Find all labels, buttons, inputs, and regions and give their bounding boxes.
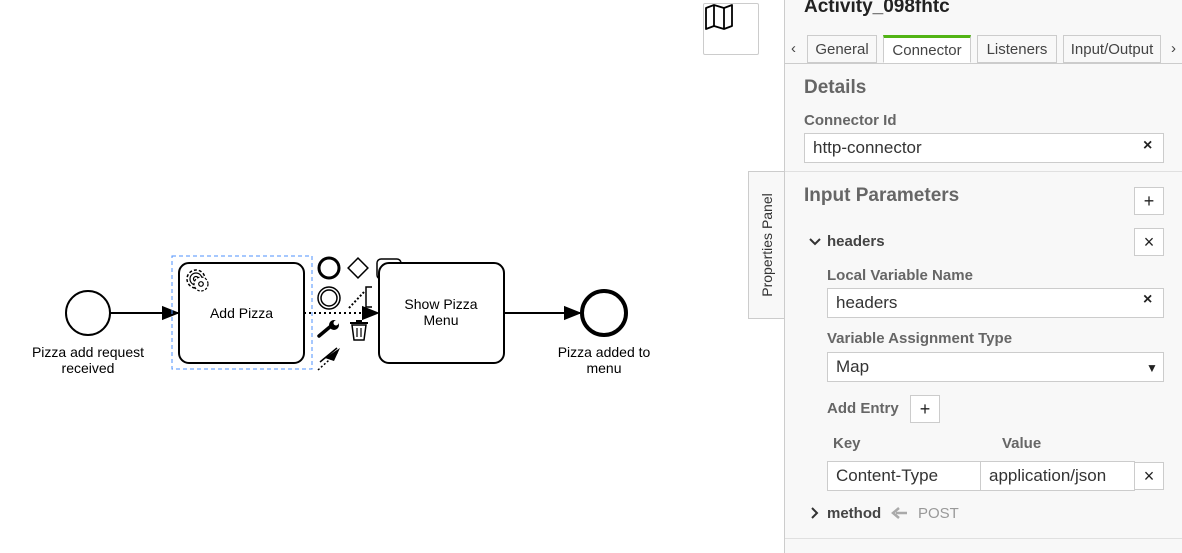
append-end-event-icon[interactable] [317,256,341,280]
tabs-divider [785,63,1182,64]
end-event[interactable] [580,289,628,337]
key-column-header: Key [833,435,861,452]
start-event[interactable] [65,290,111,336]
append-gateway-icon[interactable] [347,257,369,279]
variable-assignment-type-select[interactable]: Map [827,352,1164,382]
entry-key-input[interactable]: Content-Type [827,461,981,491]
trash-icon[interactable] [350,320,368,341]
arrow-left-icon [891,507,907,519]
connector-id-label: Connector Id [804,112,897,129]
bpmn-canvas[interactable]: Pizza add request received Add Pizza Sho… [0,0,784,553]
variable-assignment-type-value: Map [836,357,870,376]
gear-icon [186,269,209,292]
param-method-name[interactable]: method [827,505,882,522]
select-caret-icon: ▼ [1146,361,1158,375]
chevron-down-icon[interactable] [808,237,822,247]
tab-input-output-label: Input/Output [1070,40,1154,58]
properties-panel: Activity_098fhtc ‹ General Connector Lis… [784,0,1182,553]
chevron-right-icon[interactable] [810,506,820,520]
append-text-annotation-icon[interactable] [348,286,372,309]
connect-icon[interactable] [317,347,340,371]
tab-general-label: General [815,40,869,58]
close-icon: × [1143,231,1155,252]
tab-connector-label: Connector [892,41,962,59]
tab-input-output[interactable]: Input/Output [1063,35,1161,63]
tabs-scroll-left-icon[interactable]: ‹ [791,40,796,57]
input-parameters-header: Input Parameters [804,185,960,206]
tab-connector[interactable]: Connector [883,35,971,63]
tab-listeners[interactable]: Listeners [977,35,1057,63]
section-divider [785,538,1182,539]
connector-id-clear-icon[interactable]: × [1143,137,1153,154]
wrench-icon[interactable] [317,320,339,338]
variable-assignment-type-label: Variable Assignment Type [827,330,1013,347]
connector-id-value: http-connector [813,138,922,157]
task-label-add-pizza: Add Pizza [209,305,274,321]
diagram-svg[interactable] [0,0,784,553]
entry-value-value: application/json [989,466,1107,485]
param-headers-name[interactable]: headers [827,233,885,250]
remove-param-headers-button[interactable]: × [1134,228,1164,256]
task-label-show-pizza-menu: Show Pizza Menu [404,296,478,328]
plus-icon: + [919,398,931,419]
add-input-parameter-button[interactable]: + [1134,187,1164,215]
append-intermediate-event-icon[interactable] [317,286,341,310]
details-group-header: Details [804,77,867,98]
tab-general[interactable]: General [807,35,877,63]
element-id-title: Activity_098fhtc [804,0,950,17]
tabs-scroll-right-icon[interactable]: › [1171,40,1176,57]
properties-panel-toggle-label: Properties Panel [758,193,775,297]
selection-outline [171,255,313,370]
section-divider [785,171,1182,172]
map-icon [705,4,733,30]
add-entry-label: Add Entry [827,400,899,417]
local-variable-name-label: Local Variable Name [827,267,973,284]
plus-icon: + [1143,190,1155,211]
start-event-label: Pizza add request received [31,344,145,376]
local-variable-name-clear-icon[interactable]: × [1143,291,1153,308]
value-column-header: Value [1002,435,1042,452]
close-icon: × [1143,465,1155,486]
add-entry-button[interactable]: + [910,395,940,423]
local-variable-name-input[interactable]: headers [827,288,1164,318]
connector-id-input[interactable]: http-connector [804,133,1164,163]
param-method-value: POST [918,505,959,522]
local-variable-name-value: headers [836,293,898,312]
entry-value-input[interactable]: application/json [980,461,1135,491]
properties-panel-toggle[interactable]: Properties Panel [748,171,784,319]
panel-tabs: ‹ General Connector Listeners Input/Outp… [785,32,1182,64]
entry-key-value: Content-Type [836,466,939,485]
end-event-label: Pizza added to menu [557,344,651,376]
remove-entry-button[interactable]: × [1134,462,1164,490]
minimap-toggle-button[interactable] [703,3,759,55]
tab-listeners-label: Listeners [986,40,1048,58]
